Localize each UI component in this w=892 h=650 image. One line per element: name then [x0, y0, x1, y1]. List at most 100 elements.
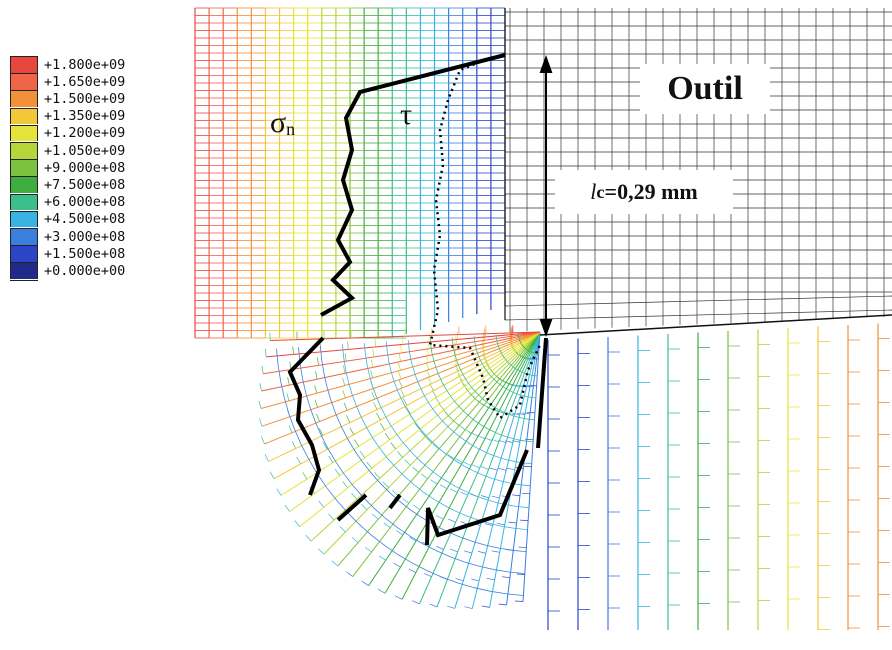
- fan-mesh-tick: [361, 580, 369, 586]
- legend-divider: [10, 262, 38, 264]
- fan-mesh-tick: [452, 420, 460, 426]
- fan-mesh-tick: [296, 456, 301, 465]
- fan-mesh-arc: [363, 343, 529, 509]
- legend-swatch: [10, 245, 38, 262]
- fan-mesh-tick: [460, 491, 468, 496]
- fan-mesh-tick: [486, 578, 495, 581]
- fan-mesh-tick: [398, 380, 403, 389]
- fan-mesh-tick: [398, 371, 402, 380]
- fan-mesh-tick: [342, 481, 349, 489]
- legend-divider: [10, 107, 38, 109]
- fan-mesh-tick: [459, 379, 466, 387]
- fan-mesh-tick: [431, 390, 437, 398]
- legend-item: +1.050e+09: [10, 142, 125, 159]
- fan-mesh-tick: [498, 468, 507, 471]
- fan-mesh-tick: [318, 500, 325, 508]
- fan-mesh-tick: [371, 513, 379, 520]
- fan-mesh-tick: [516, 573, 525, 575]
- stress-curves: [287, 53, 553, 546]
- fan-mesh-tick: [491, 495, 500, 499]
- contact-length-symbol: l: [590, 179, 597, 204]
- fan-mesh-tick: [328, 455, 334, 463]
- fan-mesh-tick: [511, 494, 520, 497]
- fan-mesh-tick: [448, 518, 456, 523]
- fan-mesh-arc: [473, 336, 536, 399]
- fan-mesh-tick: [496, 522, 505, 526]
- legend-swatch: [10, 194, 38, 211]
- fan-mesh-tick: [464, 428, 472, 434]
- fan-mesh-arc: [298, 347, 525, 574]
- fan-mesh-tick: [314, 385, 318, 394]
- normal-stress-curve-lower: [287, 336, 325, 496]
- legend-item: +1.350e+09: [10, 108, 125, 125]
- fan-mesh-tick: [457, 374, 463, 382]
- fan-mesh-tick: [370, 359, 374, 368]
- fan-mesh-tick: [394, 595, 403, 600]
- legend-label: +1.500e+08: [44, 245, 126, 262]
- fan-mesh-tick: [269, 471, 275, 479]
- fan-mesh-tick: [432, 443, 440, 450]
- fan-mesh-tick: [378, 555, 386, 561]
- fan-mesh-tick: [343, 365, 346, 374]
- fan-mesh-tick: [523, 465, 532, 468]
- fan-mesh-tick: [328, 513, 335, 521]
- fan-mesh-tick: [515, 600, 524, 602]
- fan-mesh-tick: [397, 451, 403, 458]
- fan-mesh-tick: [480, 466, 489, 470]
- fan-mesh-tick: [456, 368, 461, 377]
- fan-mesh-tick: [464, 606, 473, 609]
- fan-mesh-tick: [430, 479, 438, 485]
- legend-item: +9.000e+08: [10, 159, 125, 176]
- fan-mesh-tick: [506, 412, 515, 416]
- legend-label: +1.200e+09: [44, 125, 126, 142]
- fan-mesh-tick: [463, 461, 472, 466]
- fan-mesh-tick: [449, 488, 458, 493]
- fan-mesh-tick: [265, 348, 267, 357]
- legend-label: +6.000e+08: [44, 194, 126, 211]
- fan-mesh-tick: [374, 472, 381, 479]
- fan-mesh-tick: [314, 399, 318, 408]
- fan-mesh-tick: [484, 523, 493, 526]
- fan-mesh-tick: [294, 520, 300, 527]
- legend-item: +1.500e+09: [10, 90, 125, 107]
- legend-item: +1.800e+09: [10, 56, 125, 73]
- sigma-subscript: n: [286, 119, 296, 139]
- fan-mesh-tick: [491, 550, 500, 553]
- legend-label: +3.000e+08: [44, 228, 126, 245]
- legend-label: +0.000e+00: [44, 262, 126, 279]
- fan-mesh-tick: [259, 418, 263, 427]
- fan-mesh-tick: [439, 484, 448, 490]
- fan-mesh-tick: [429, 383, 434, 391]
- tool-mesh: [504, 8, 892, 336]
- legend-swatch: [10, 90, 38, 107]
- fan-mesh-tick: [317, 357, 319, 366]
- fan-mesh-tick: [455, 578, 464, 582]
- fan-mesh-tick: [392, 490, 399, 497]
- fan-mesh-tick: [288, 425, 293, 433]
- fan-mesh-tick: [390, 442, 397, 450]
- fan-mesh-tick: [305, 534, 312, 542]
- fan-mesh-tick: [346, 571, 353, 577]
- fan-mesh-tick: [413, 504, 421, 510]
- fan-mesh-tick: [398, 353, 402, 362]
- fan-mesh-tick: [276, 488, 282, 496]
- legend-divider: [10, 279, 38, 281]
- fan-mesh-tick: [442, 409, 449, 416]
- fan-mesh-tick: [342, 377, 346, 386]
- fan-mesh-tick: [464, 550, 472, 554]
- fan-mesh-tick: [342, 390, 346, 399]
- fan-mesh-tick: [291, 441, 296, 449]
- tool-mesh-row-line: [504, 309, 892, 321]
- fan-mesh-tick: [447, 415, 454, 422]
- fan-mesh-tick: [331, 560, 339, 567]
- fan-mesh-tick: [454, 358, 458, 366]
- fan-mesh-tick: [364, 546, 372, 553]
- normal-stress-dash-1: [336, 493, 368, 522]
- fan-mesh-tick: [370, 370, 373, 378]
- fan-mesh-tick: [498, 603, 507, 606]
- legend-divider: [10, 124, 38, 126]
- legend-label: +9.000e+08: [44, 159, 126, 176]
- fan-mesh-tick: [259, 383, 262, 392]
